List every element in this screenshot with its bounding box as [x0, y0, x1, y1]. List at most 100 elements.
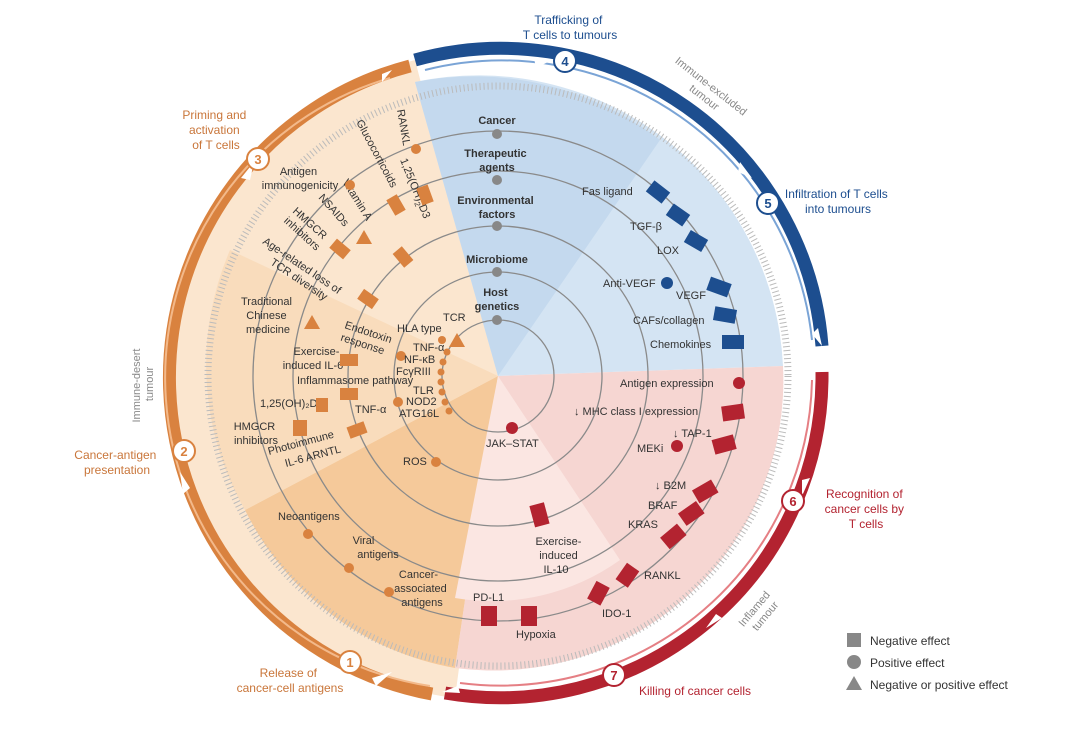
step-badge-5: 5 — [756, 191, 780, 215]
cycle-arcs — [162, 41, 829, 705]
factor-lox: LOX — [657, 245, 680, 257]
step-badges: 1 2 3 4 5 6 7 — [172, 49, 805, 687]
legend-both: Negative or positive effect — [870, 678, 1009, 692]
vitd-top-marker — [416, 184, 434, 206]
host-dot-2 — [439, 358, 447, 366]
step-badge-3: 3 — [246, 147, 270, 171]
step-label-7: Killing of cancer cells — [639, 684, 751, 698]
factor-tnfa-b: TNF-α — [355, 404, 387, 416]
step-label-3: Priming and activation of T cells — [182, 108, 249, 152]
chemokines-marker — [722, 335, 744, 349]
ring-marker-therapeutic — [492, 175, 502, 185]
step-labels: Release of cancer-cell antigens Cancer-a… — [74, 13, 904, 698]
tcr-marker — [449, 333, 465, 347]
factor-vegf: VEGF — [676, 290, 706, 302]
step-number-1: 1 — [346, 655, 353, 670]
arc-blue-streak — [424, 59, 813, 341]
step-label-1: Release of cancer-cell antigens — [237, 666, 344, 695]
factor-exercise-il6: Exercise- induced IL-6 — [283, 346, 344, 372]
ido1-marker — [587, 580, 610, 606]
cafs-marker — [712, 306, 738, 324]
il10-marker — [529, 502, 550, 528]
factor-b2m: ↓ B2M — [655, 480, 686, 492]
arrow-orange-4 — [382, 70, 392, 82]
legend-square-icon — [847, 633, 861, 647]
host-dot-1 — [443, 348, 451, 356]
lox-marker — [683, 229, 709, 253]
factor-nfkb: NF-κB — [404, 354, 435, 366]
factor-neoantigens: Neoantigens — [278, 511, 340, 523]
sector-backgrounds — [168, 60, 784, 698]
step-label-2: Cancer-antigen presentation — [74, 448, 159, 477]
factor-tcm: Traditional Chinese medicine — [241, 296, 295, 336]
host-dot-6 — [441, 398, 449, 406]
sector-orange-dark — [245, 376, 498, 668]
tick-ring — [204, 82, 792, 670]
factor-braf: BRAF — [648, 500, 678, 512]
ring-marker-environmental — [492, 221, 502, 231]
factor-nod2: NOD2 — [406, 396, 437, 408]
arc-orange — [162, 59, 434, 701]
arc-blue — [413, 41, 829, 347]
factor-hla: HLA type — [397, 323, 442, 335]
ring-label-environmental: Environmental factors — [457, 195, 536, 221]
pdl1-marker — [481, 606, 497, 626]
hmgcr-top-marker — [329, 238, 351, 260]
host-dot-7 — [445, 407, 453, 415]
inflammasome-marker — [340, 388, 358, 400]
legend: Negative effect Positive effect Negative… — [846, 633, 1009, 692]
arrow-red-2 — [706, 614, 722, 628]
inflammasome-dot — [393, 397, 403, 407]
factor-anti-vegf: Anti-VEGF — [603, 278, 656, 290]
factor-ros: ROS — [403, 456, 427, 468]
step-number-4: 4 — [561, 54, 569, 69]
jakstat-marker — [506, 422, 518, 434]
viral-marker — [344, 563, 354, 573]
factor-kras: KRAS — [628, 519, 658, 531]
factor-fas: Fas ligand — [582, 186, 633, 198]
step-badge-7: 7 — [602, 663, 626, 687]
arc-red — [443, 371, 829, 705]
ring-label-microbiome: Microbiome — [466, 254, 528, 266]
factor-cafs: CAFs/collagen — [633, 315, 705, 327]
factor-antigen-expr: Antigen expression — [620, 378, 714, 390]
factor-atg16l: ATG16L — [399, 408, 439, 420]
arrow-blue-1 — [534, 58, 552, 68]
arc-orange-streak — [164, 77, 431, 687]
photoimmune-marker — [346, 421, 368, 439]
factor-viral: Viral antigens — [353, 535, 400, 561]
factor-inflammasome: Inflammasome pathway — [297, 375, 414, 387]
vitd-lower-marker — [316, 398, 328, 412]
factor-rankl-bottom: RANKL — [644, 570, 681, 582]
arc-red-streak — [459, 379, 813, 687]
factor-tcr: TCR — [443, 312, 466, 324]
vegf-marker — [706, 276, 732, 298]
anti-vegf-marker — [661, 277, 673, 289]
factor-tgfb: TGF-β — [630, 221, 662, 233]
neoantigens-marker — [303, 529, 313, 539]
factor-hypoxia: Hypoxia — [516, 629, 557, 641]
ring-label-host: Host genetics — [475, 287, 520, 313]
host-dot-5 — [438, 388, 446, 396]
step-number-5: 5 — [764, 196, 771, 211]
mhc-marker — [721, 403, 746, 422]
ring-label-cancer: Cancer — [478, 115, 516, 127]
step-badge-2: 2 — [172, 439, 196, 463]
host-dot-4 — [437, 378, 445, 386]
hla-marker — [438, 336, 446, 344]
arrow-blue-3 — [812, 328, 822, 346]
antigen-immuno-marker — [345, 180, 355, 190]
ring-therapeutic — [292, 170, 704, 582]
exercise-il6-marker — [340, 354, 358, 366]
sector-blue-inner — [415, 76, 660, 376]
step-label-5: Infiltration of T cells into tumours — [785, 187, 891, 216]
hypoxia-marker — [521, 606, 537, 626]
step-number-2: 2 — [180, 444, 187, 459]
arrow-red-1 — [802, 478, 810, 496]
factor-ido1: IDO-1 — [602, 608, 631, 620]
factor-chemokines: Chemokines — [650, 339, 712, 351]
cancer-assoc-marker — [384, 587, 394, 597]
age-loss-marker — [357, 288, 379, 310]
step-badge-1: 1 — [338, 650, 362, 674]
